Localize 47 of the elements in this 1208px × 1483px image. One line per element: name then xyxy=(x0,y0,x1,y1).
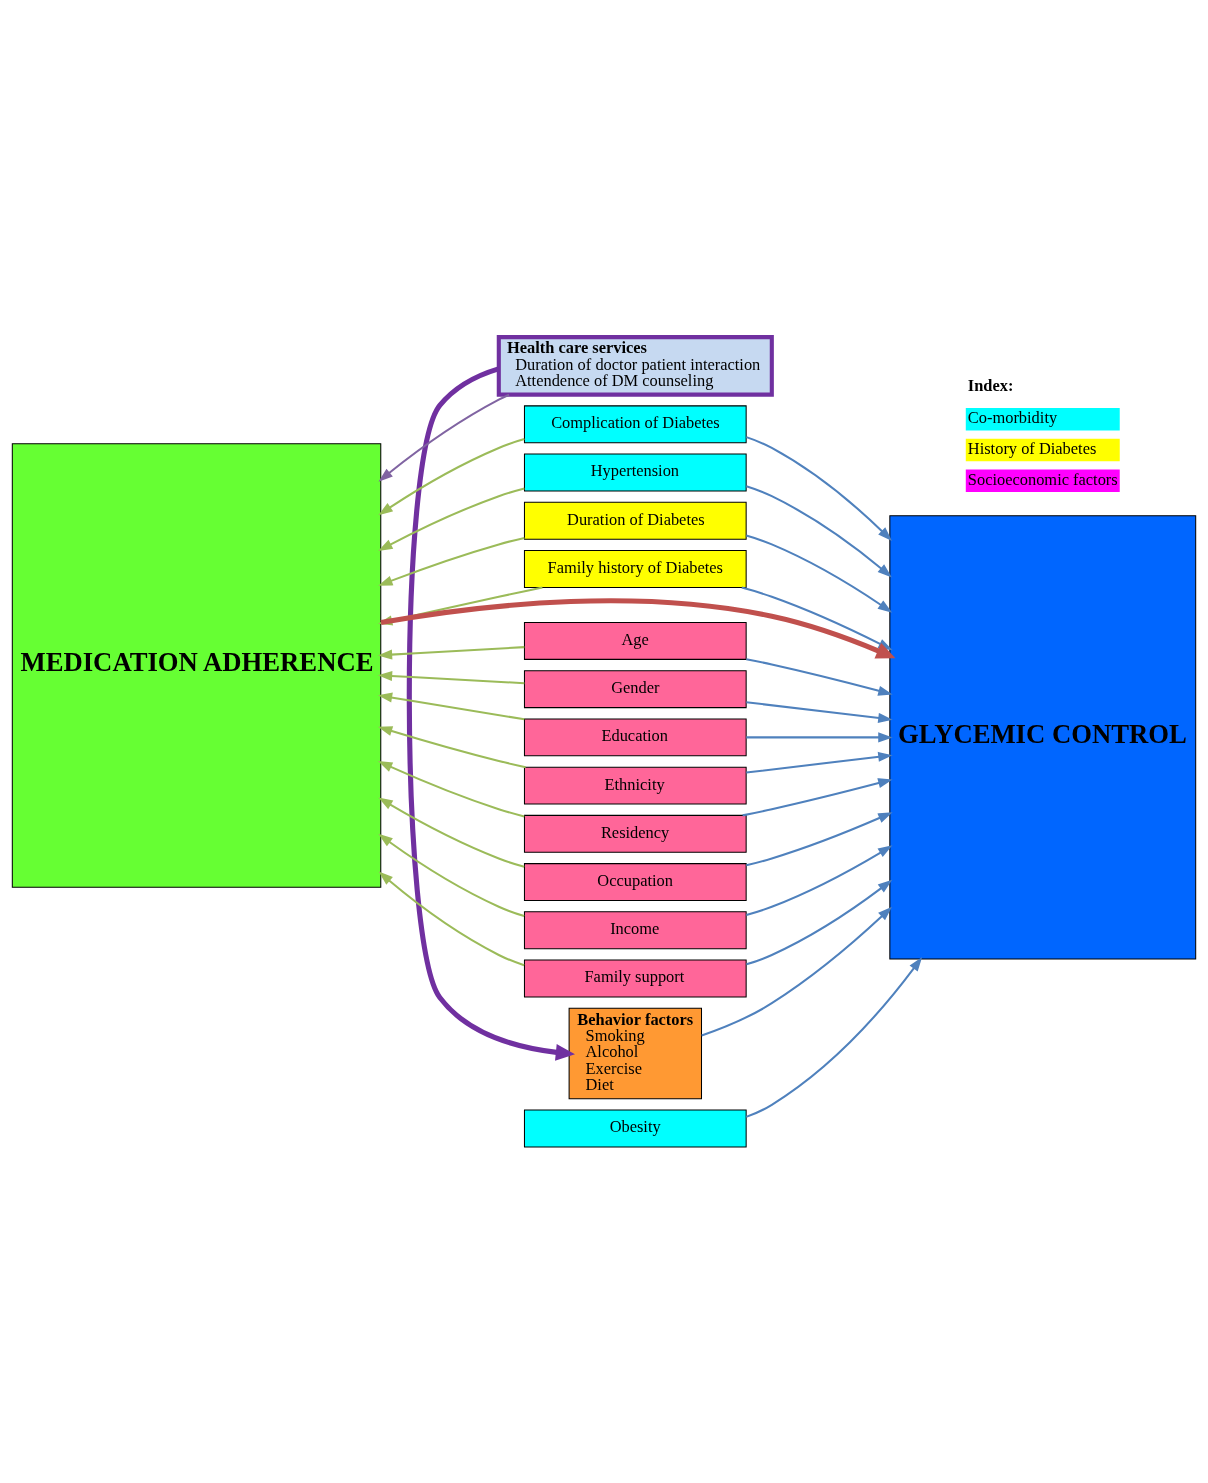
arrow xyxy=(406,365,575,1061)
arrow xyxy=(745,956,923,1118)
arrow xyxy=(378,393,510,482)
arrow xyxy=(377,692,525,720)
legend-label: History of Diabetes xyxy=(967,438,1097,458)
arrow xyxy=(378,833,525,917)
node-box: Obesity xyxy=(523,1108,747,1147)
node-box: Hypertension xyxy=(523,453,747,492)
arrow xyxy=(378,797,525,868)
arrow xyxy=(746,657,893,696)
node-box: Health care services Duration of doctor patient interaction Attendence of DM counseling xyxy=(496,334,774,397)
arrow xyxy=(745,534,893,613)
arrow xyxy=(746,844,893,916)
arrow xyxy=(746,435,892,541)
arrow xyxy=(377,670,525,684)
node-box: GLYCEMIC CONTROL xyxy=(889,514,1197,960)
arrow xyxy=(742,777,893,816)
node-box: Family history of Diabetes xyxy=(523,549,747,588)
arrow xyxy=(746,484,892,577)
node-box: Income xyxy=(523,910,747,949)
arrow xyxy=(746,731,893,742)
node-box: Education xyxy=(523,717,747,756)
node-box: Family support xyxy=(523,959,747,998)
node-box: Complication of Diabetes xyxy=(523,404,747,443)
arrow xyxy=(377,725,526,768)
node-box: Duration of Diabetes xyxy=(523,501,747,540)
arrow xyxy=(746,811,893,866)
legend-label: Socioeconomic factors xyxy=(967,469,1118,489)
arrow xyxy=(377,645,525,660)
node-box: MEDICATION ADHERENCE xyxy=(11,442,382,888)
arrow xyxy=(378,486,525,551)
arrow xyxy=(378,760,525,817)
node-box: Age xyxy=(523,621,747,660)
arrow xyxy=(378,536,525,586)
node-box: Gender xyxy=(523,669,747,708)
arrow xyxy=(746,879,893,965)
arrow xyxy=(746,751,893,774)
legend-label: Co-morbidity xyxy=(967,407,1058,427)
arrow xyxy=(701,906,893,1036)
node-box: Ethnicity xyxy=(523,766,747,805)
arrow xyxy=(378,871,525,966)
arrow xyxy=(378,437,525,515)
arrow xyxy=(746,700,893,723)
node-box: Behavior factors Smoking Alcohol Exercise Diet xyxy=(568,1007,702,1099)
label: Index: xyxy=(967,375,1014,395)
node-box: Residency xyxy=(523,814,747,853)
node-box: Occupation xyxy=(523,862,747,901)
